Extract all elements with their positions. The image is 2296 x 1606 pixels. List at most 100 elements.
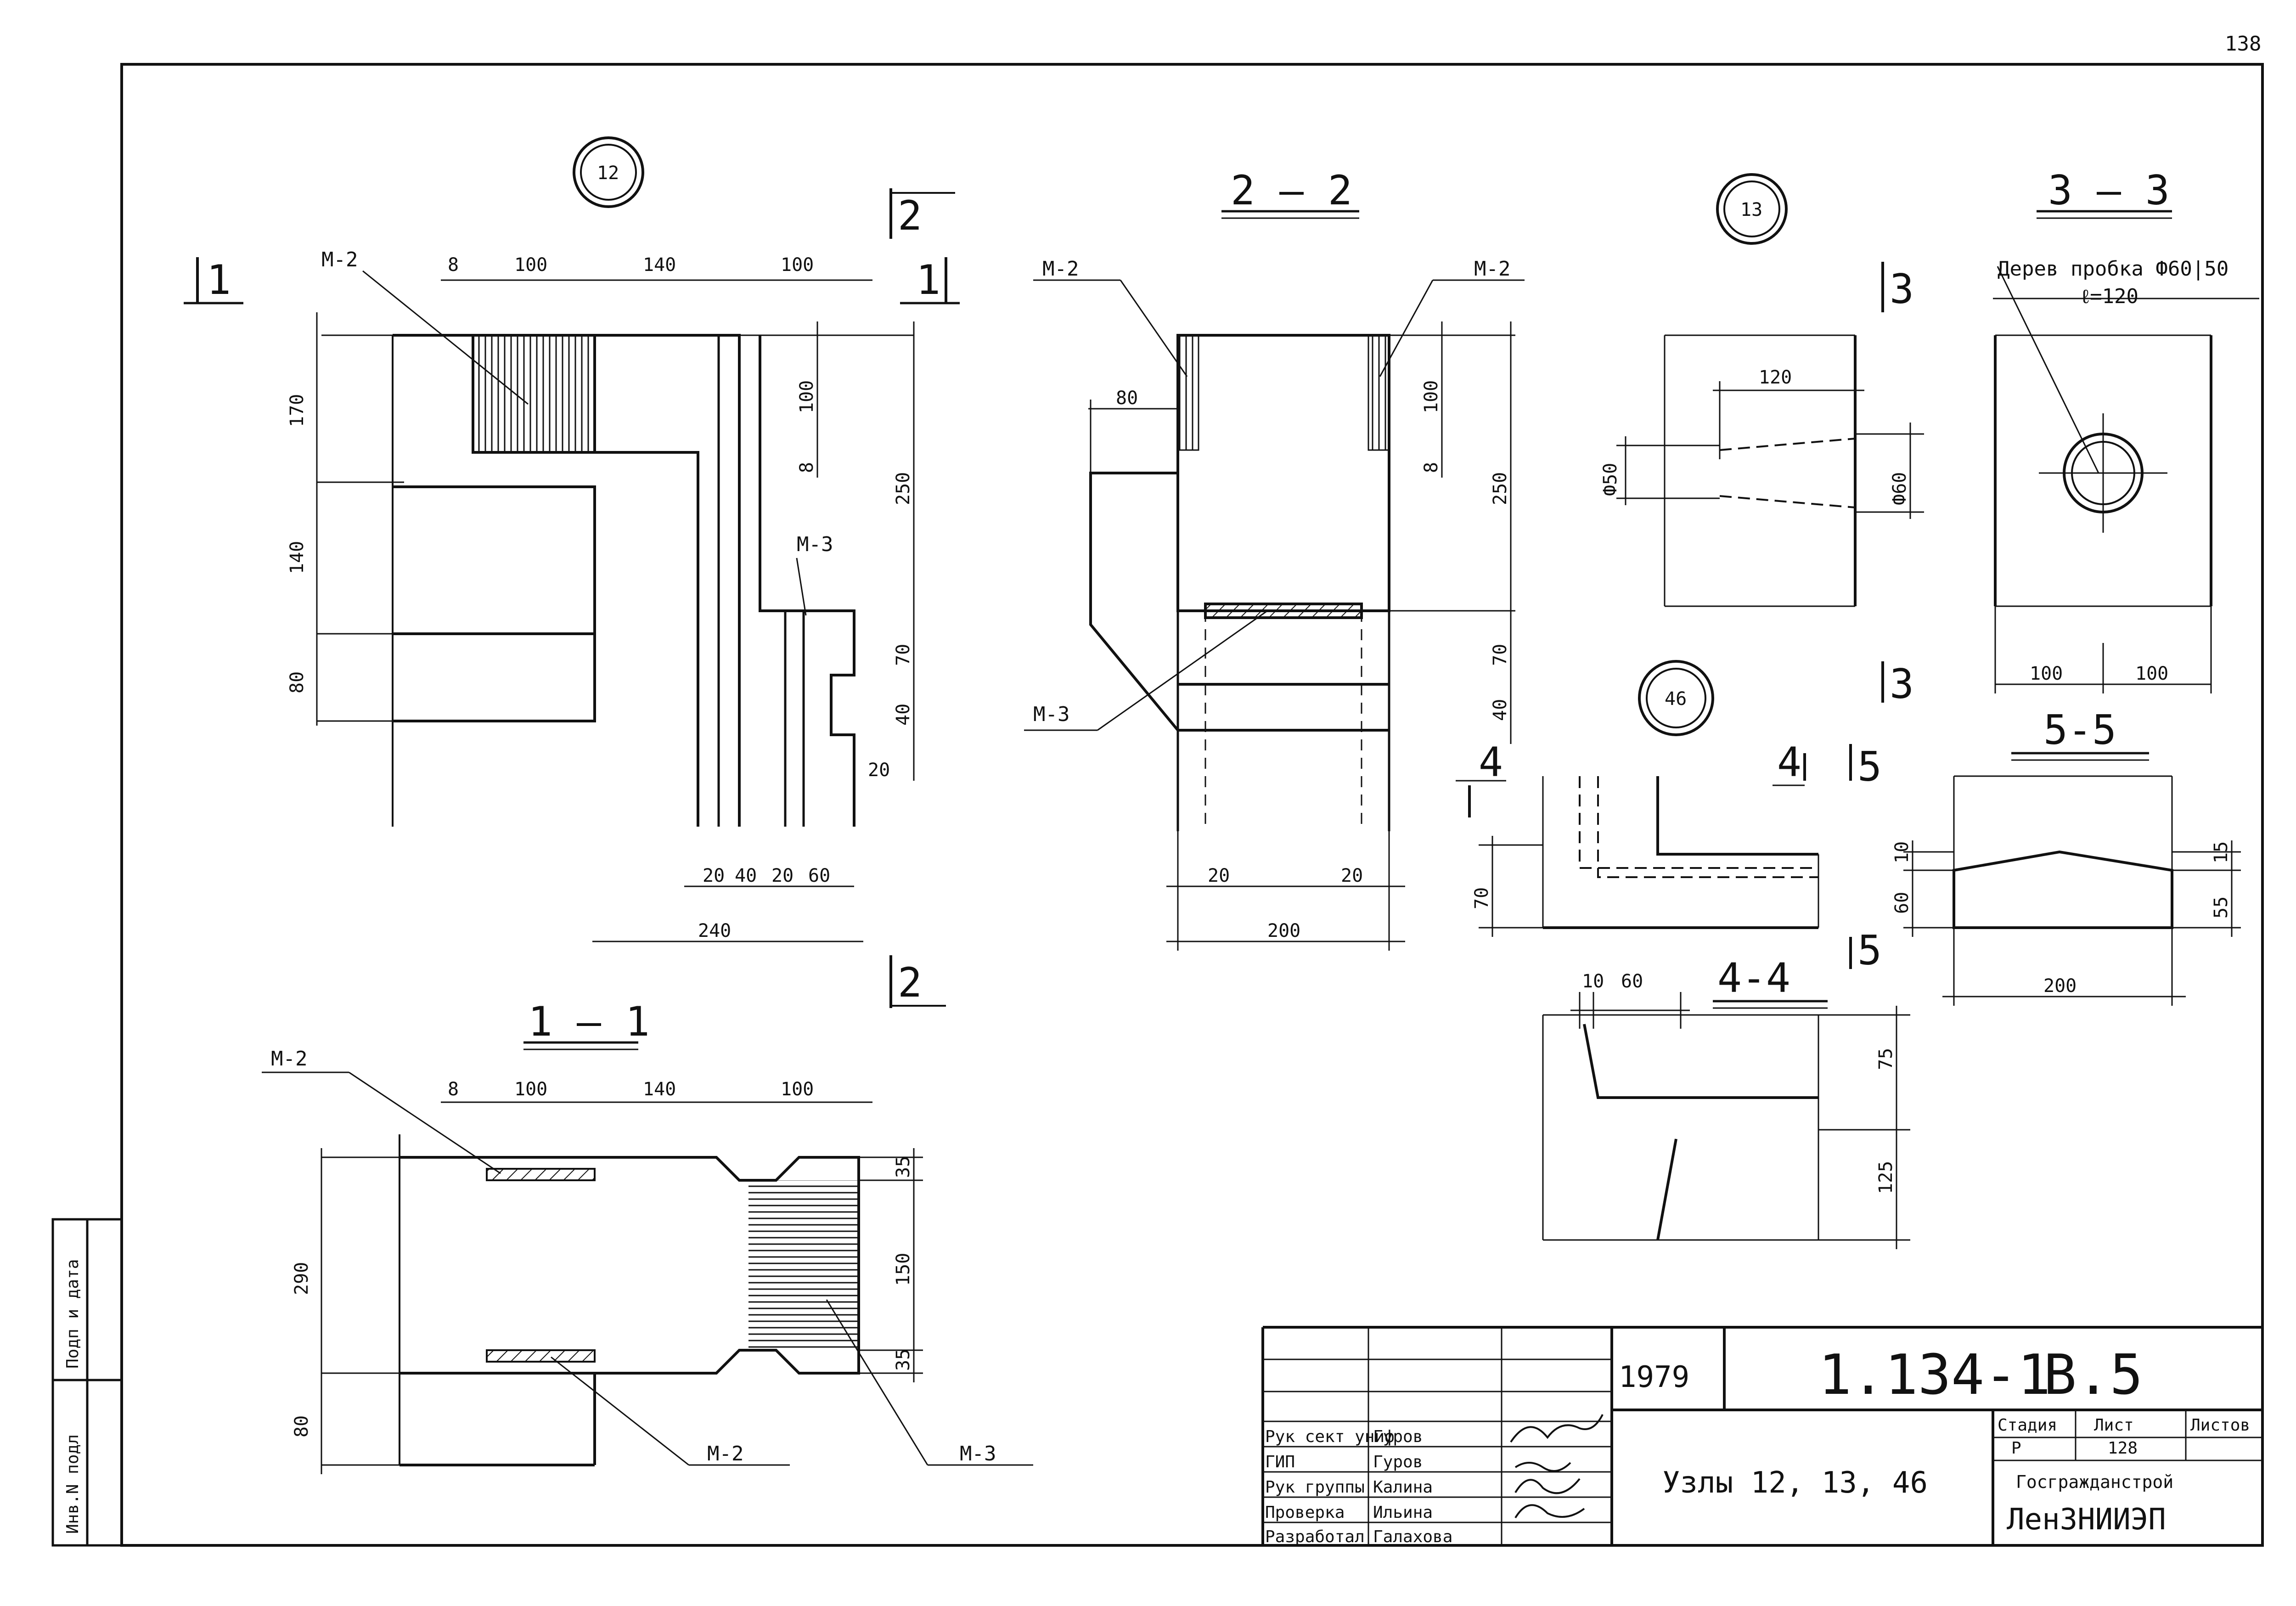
dim-70-46: 70 xyxy=(1471,887,1492,909)
dim-100a: 100 xyxy=(514,254,547,276)
side-stamp-inv: Инв.N подл xyxy=(63,1434,82,1534)
dim-55-55: 55 xyxy=(2211,896,2232,919)
dim-70v-2: 70 xyxy=(1490,644,1511,666)
name-4: Галахова xyxy=(1373,1527,1452,1546)
cut-label-1b: 1 xyxy=(916,256,940,304)
role-3: Проверка xyxy=(1265,1503,1345,1522)
section-3-3-title: 3 — 3 xyxy=(2048,167,2170,214)
side-stamp-sign: Подп и дата xyxy=(63,1259,82,1369)
col-sheets: Листов xyxy=(2190,1416,2250,1435)
dim-120: 120 xyxy=(1759,367,1792,388)
role-2: Рук группы xyxy=(1265,1478,1365,1497)
marker-node-12: 12 xyxy=(597,163,619,184)
dim-170: 170 xyxy=(287,394,308,427)
node-46 xyxy=(1456,660,1852,969)
section-5-5-title: 5-5 xyxy=(2043,706,2116,754)
cut-label-5b: 5 xyxy=(1857,927,1882,974)
dim-20a: 20 xyxy=(703,865,725,886)
dim-35-11a: 35 xyxy=(893,1156,914,1178)
name-0: Гуров xyxy=(1373,1427,1423,1446)
role-0: Рук сект униф xyxy=(1265,1427,1395,1446)
node-13 xyxy=(1616,173,1924,703)
name-1: Гуров xyxy=(1373,1453,1423,1471)
dim-60-55: 60 xyxy=(1891,892,1913,914)
section-1-1 xyxy=(321,1041,923,1474)
page-number: 138 xyxy=(2225,32,2261,56)
dim-8v-2: 8 xyxy=(1421,462,1442,473)
dim-100v-2: 100 xyxy=(1421,380,1442,413)
label-m2-2b: М-2 xyxy=(1474,257,1510,281)
org-2: ЛенЗНИИЭП xyxy=(2007,1503,2166,1537)
dim-20-2a: 20 xyxy=(1208,865,1230,886)
cut-label-3a: 3 xyxy=(1890,265,1914,313)
dim-10-44: 10 xyxy=(1582,971,1604,992)
side-stamp xyxy=(51,1218,123,1547)
dim-40v-2: 40 xyxy=(1490,699,1511,721)
org-1: Госгражданстрой xyxy=(2016,1472,2173,1492)
dim-phi60: Ф60 xyxy=(1889,472,1910,505)
dim-150-11: 150 xyxy=(893,1253,914,1286)
dim-140-11: 140 xyxy=(643,1079,676,1100)
plug-length: ℓ=120 xyxy=(2080,285,2138,308)
cut-label-3b: 3 xyxy=(1890,660,1914,708)
section-3-3 xyxy=(1993,210,2259,693)
marker-node-46: 46 xyxy=(1665,688,1687,710)
label-m3-2: М-3 xyxy=(1033,703,1069,726)
dim-200-55: 200 xyxy=(2043,975,2077,997)
dim-250v: 250 xyxy=(893,472,914,505)
dim-60a: 60 xyxy=(808,865,830,886)
dim-20b: 20 xyxy=(771,865,793,886)
dim-80v: 80 xyxy=(287,671,308,693)
section-4-4 xyxy=(1542,992,1910,1249)
cut-label-4b: 4 xyxy=(1777,738,1801,786)
dim-8-11: 8 xyxy=(448,1079,459,1100)
section-5-5 xyxy=(1903,752,2241,1006)
label-m3: М-3 xyxy=(797,533,833,556)
dim-140: 140 xyxy=(643,254,676,276)
dim-290-11: 290 xyxy=(291,1262,312,1295)
val-sheet: 128 xyxy=(2108,1439,2138,1458)
dim-40v: 40 xyxy=(893,704,914,726)
dim-8v: 8 xyxy=(796,462,817,473)
cut-label-4a: 4 xyxy=(1479,738,1503,786)
dim-80-2: 80 xyxy=(1116,388,1138,409)
section-1-1-title: 1 — 1 xyxy=(528,998,650,1045)
title-year: 1979 xyxy=(1619,1360,1689,1394)
label-m2: М-2 xyxy=(321,248,358,271)
title-name: Узлы 12, 13, 46 xyxy=(1662,1466,1928,1500)
dim-8: 8 xyxy=(448,254,459,276)
val-stage: Р xyxy=(2011,1439,2021,1458)
title-issue: В.5 xyxy=(2043,1343,2143,1407)
dim-70v: 70 xyxy=(893,644,914,666)
node-12-plan xyxy=(184,136,960,1008)
dim-200-2: 200 xyxy=(1267,920,1300,941)
dim-15-55: 15 xyxy=(2211,841,2232,863)
dim-240: 240 xyxy=(698,920,731,941)
label-m2-1a: М-2 xyxy=(271,1047,307,1071)
dim-125-44: 125 xyxy=(1875,1161,1896,1194)
dim-100-3b: 100 xyxy=(2135,663,2168,684)
plug-note: Дерев пробка Ф60|50 xyxy=(1998,257,2228,281)
title-block xyxy=(1261,1326,2262,1545)
cut-label-5a: 5 xyxy=(1857,743,1882,790)
section-4-4-title: 4-4 xyxy=(1717,954,1790,1002)
dim-140v: 140 xyxy=(287,541,308,574)
dim-40a: 40 xyxy=(735,865,757,886)
label-m2-1b: М-2 xyxy=(707,1442,743,1465)
name-2: Калина xyxy=(1373,1478,1433,1497)
col-sheet: Лист xyxy=(2094,1416,2134,1435)
section-2-2-title: 2 — 2 xyxy=(1231,167,1352,214)
dim-100-11b: 100 xyxy=(781,1079,814,1100)
cut-label-2b: 2 xyxy=(898,959,922,1006)
label-m3-1: М-3 xyxy=(960,1442,996,1465)
dim-60-44: 60 xyxy=(1621,971,1643,992)
col-stage: Стадия xyxy=(1998,1416,2057,1435)
signatures xyxy=(1510,1414,1604,1519)
dim-phi50: Ф50 xyxy=(1600,463,1621,496)
dim-100-3a: 100 xyxy=(2030,663,2063,684)
role-1: ГИП xyxy=(1265,1453,1295,1471)
section-2-2 xyxy=(1088,210,1515,951)
name-3: Ильина xyxy=(1373,1503,1433,1522)
role-4: Разработал xyxy=(1265,1527,1365,1546)
label-m2-2a: М-2 xyxy=(1042,257,1079,281)
